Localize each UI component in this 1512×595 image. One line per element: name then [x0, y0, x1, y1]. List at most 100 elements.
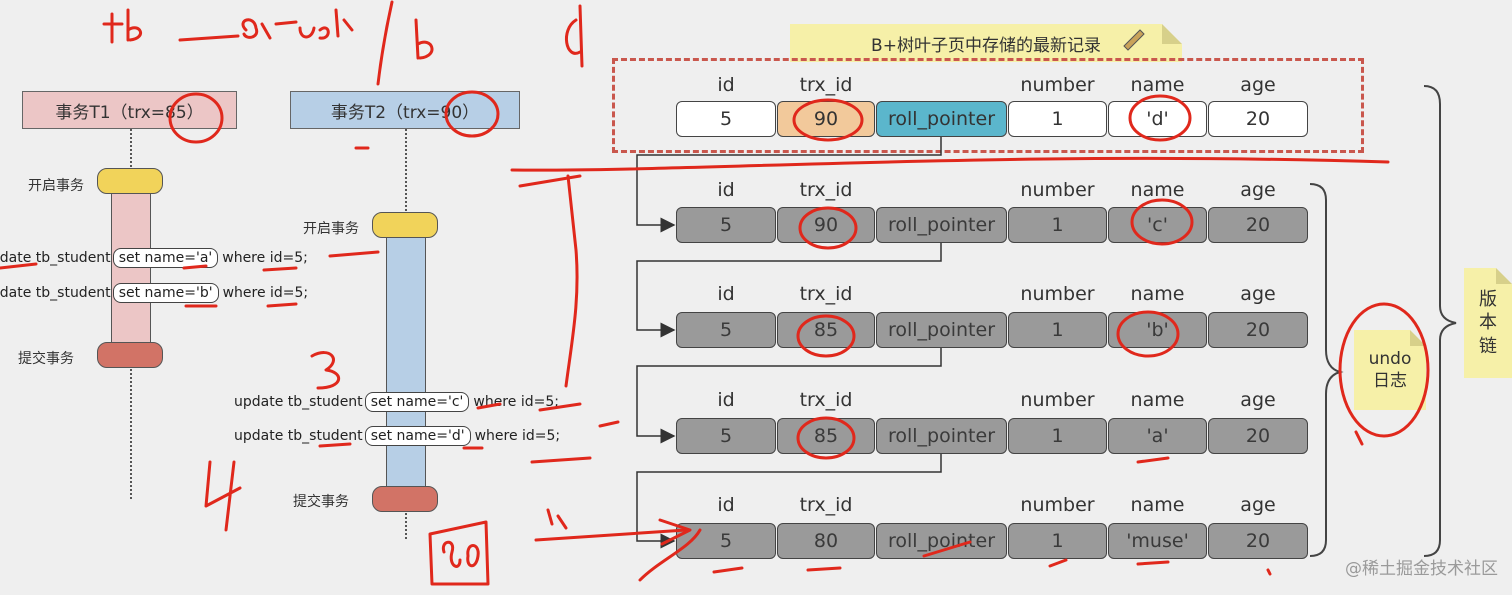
- record-4-id-cell: 5: [676, 418, 776, 454]
- ink-handwritten-3: [310, 351, 340, 390]
- record-1-number-cell: 1: [1008, 101, 1107, 137]
- ink-dash: [1136, 560, 1170, 566]
- record-1-name-cell: 'd': [1108, 101, 1207, 137]
- column-header-name: name: [1130, 283, 1185, 305]
- record-1-pointer-cell: roll_pointer: [876, 101, 1007, 137]
- column-header-name: name: [1130, 74, 1185, 96]
- ink-box-80: [428, 520, 490, 586]
- ink-handwritten-b: [414, 18, 434, 60]
- record-4-name-cell: 'a': [1108, 418, 1207, 454]
- ink-dash: [1048, 558, 1068, 568]
- latest-record-highlight: [612, 58, 1364, 153]
- t1-statement-1: update tb_student set name='a' where id=…: [0, 245, 308, 271]
- chain-note-fold: [1496, 268, 1512, 284]
- ink-arrow-80: [534, 528, 688, 542]
- ink-handwritten-d: [564, 4, 584, 68]
- ink-handwritten-tb: [102, 8, 142, 44]
- ink-underline-top: [510, 156, 1390, 172]
- version-chain-label: 版本链: [1464, 268, 1512, 378]
- column-header-trx-id: trx_id: [799, 389, 853, 411]
- record-1-age-cell: 20: [1208, 101, 1308, 137]
- t1-commit-label: 提交事务: [18, 351, 74, 367]
- statement-where: where id=5;: [222, 250, 308, 266]
- record-3-trx-id-cell: 85: [777, 312, 875, 348]
- t1-header: 事务T1（trx=85）: [22, 91, 237, 129]
- statement-prefix: update tb_student: [234, 394, 363, 410]
- column-header-age: age: [1240, 494, 1276, 516]
- record-5-name-cell: 'muse': [1108, 523, 1207, 559]
- record-1-id-cell: 5: [676, 101, 776, 137]
- record-4-pointer-cell: roll_pointer: [876, 418, 1007, 454]
- undo-log-brace: [1309, 183, 1344, 557]
- t2-statement-1: update tb_student set name='c' where id=…: [234, 389, 559, 415]
- ink-handwritten-4: [204, 460, 242, 532]
- ink-handwritten-in: [546, 508, 568, 530]
- record-5-number-cell: 1: [1008, 523, 1107, 559]
- column-header-number: number: [1020, 283, 1095, 305]
- ink-stroke-b: [376, 0, 394, 86]
- column-header-id: id: [717, 179, 735, 201]
- statement-set-clause: set name='a': [112, 248, 219, 268]
- record-5-trx-id-cell: 80: [777, 523, 875, 559]
- column-header-trx-id: trx_id: [799, 494, 853, 516]
- record-4-age-cell: 20: [1208, 418, 1308, 454]
- ink-stroke-4: [564, 174, 579, 388]
- column-header-name: name: [1130, 389, 1185, 411]
- record-2-trx-id-cell: 90: [777, 207, 875, 243]
- statement-set-clause: set name='c': [364, 392, 470, 412]
- column-header-number: number: [1020, 179, 1095, 201]
- statement-where: where id=5;: [474, 428, 561, 444]
- record-5-pointer-cell: roll_pointer: [876, 523, 1007, 559]
- t1-commit-marker: [97, 342, 163, 368]
- ink-dash: [1136, 456, 1170, 464]
- t1-activation-bar: [111, 184, 151, 354]
- record-2-name-cell: 'c': [1108, 207, 1207, 243]
- t2-commit-label: 提交事务: [293, 494, 349, 510]
- t2-activation-bar: [386, 228, 426, 498]
- ink-dash: [1266, 568, 1272, 576]
- statement-set-clause: set name='b': [112, 283, 219, 303]
- column-header-id: id: [717, 494, 735, 516]
- t2-start-label: 开启事务: [303, 221, 359, 237]
- record-3-pointer-cell: roll_pointer: [876, 312, 1007, 348]
- column-header-trx-id: trx_id: [799, 283, 853, 305]
- statement-where: where id=5;: [222, 285, 309, 301]
- ink-dash: [712, 566, 744, 574]
- column-header-number: number: [1020, 494, 1095, 516]
- version-chain-text: 版本链: [1479, 288, 1497, 357]
- t2-header: 事务T2（trx=90）: [290, 91, 520, 129]
- ink-handwritten-underscore: [178, 34, 240, 42]
- record-2-id-cell: 5: [676, 207, 776, 243]
- record-4-trx-id-cell: 85: [777, 418, 875, 454]
- column-header-age: age: [1240, 179, 1276, 201]
- t1-statement-2: update tb_student set name='b' where id=…: [0, 280, 308, 306]
- column-header-id: id: [717, 74, 735, 96]
- statement-where: where id=5;: [473, 394, 559, 410]
- version-chain-brace: [1423, 85, 1457, 557]
- column-header-age: age: [1240, 74, 1276, 96]
- record-3-age-cell: 20: [1208, 312, 1308, 348]
- column-header-trx-id: trx_id: [799, 179, 853, 201]
- record-1-trx-id-cell: 90: [777, 101, 875, 137]
- record-2-age-cell: 20: [1208, 207, 1308, 243]
- t2-commit-marker: [372, 486, 438, 512]
- banner-fold: [1162, 24, 1182, 44]
- column-header-age: age: [1240, 389, 1276, 411]
- ink-stroke-4-top: [518, 174, 582, 188]
- t2-start-marker: [372, 212, 438, 238]
- statement-set-clause: set name='d': [364, 426, 471, 446]
- ink-handwritten-student: [241, 8, 354, 40]
- record-5-age-cell: 20: [1208, 523, 1308, 559]
- column-header-id: id: [717, 389, 735, 411]
- record-3-id-cell: 5: [676, 312, 776, 348]
- t1-start-marker: [97, 168, 163, 194]
- ink-dash: [598, 420, 620, 428]
- ink-dash: [806, 566, 842, 572]
- statement-prefix: update tb_student: [234, 428, 363, 444]
- ink-handwritten-80: [441, 540, 480, 568]
- ink-dash: [1354, 430, 1364, 446]
- column-header-name: name: [1130, 494, 1185, 516]
- t1-start-label: 开启事务: [28, 178, 84, 194]
